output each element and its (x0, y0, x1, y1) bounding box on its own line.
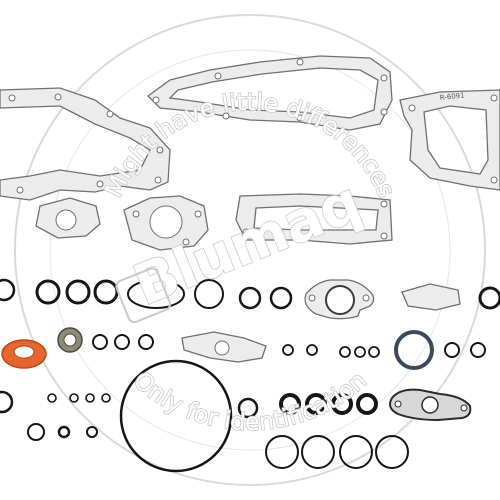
gasket-large-top (147, 55, 393, 131)
watermark-text: Blumaq Might have little differences Onl… (99, 87, 402, 437)
watermark (14, 14, 486, 486)
blumaq-b-logo (115, 267, 172, 324)
gasket-large-right: R-6091 (399, 89, 500, 191)
watermark-arc-bottom: Only for identification (128, 366, 372, 436)
gasket-large-left (0, 87, 171, 201)
gasket-oval-flange (304, 279, 375, 320)
o-rings-row-3 (0, 359, 378, 473)
o-rings-row-1 (0, 278, 500, 310)
o-rings-row-4 (27, 423, 409, 469)
gasket-small-right (401, 283, 461, 311)
gasket-dark-flange (389, 388, 472, 422)
blue-ring (394, 330, 434, 370)
gasket-rect-frame (235, 193, 393, 245)
gasket-round-flange (123, 195, 209, 251)
gasket-small-left (35, 197, 101, 239)
orange-seal (1, 339, 47, 369)
gasket-pump-flange (181, 331, 267, 363)
o-rings-row-2 (92, 334, 486, 358)
shaft-seal (57, 327, 83, 353)
gasket-print-label: R-6091 (439, 91, 465, 102)
